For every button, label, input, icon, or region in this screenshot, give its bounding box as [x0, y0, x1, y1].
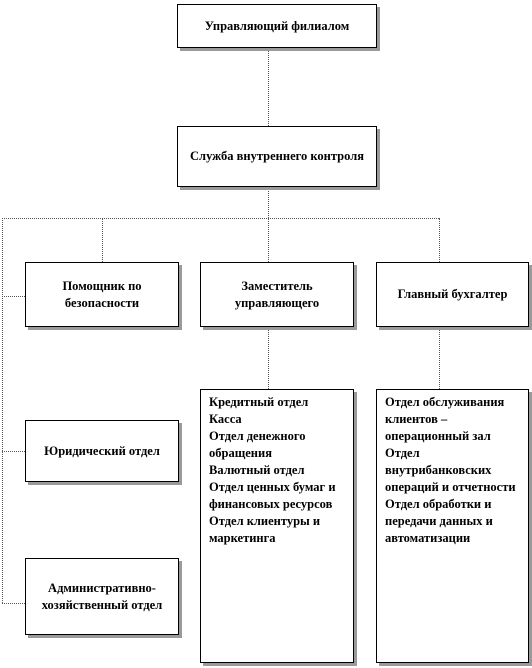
internal-audit-label: Служба внутреннего контроля [190, 149, 364, 163]
department-item: Кредитный отдел [209, 395, 309, 409]
internal-audit-box: Служба внутреннего контроля [177, 126, 377, 187]
security-assistant-label: Помощник по безопасности [62, 278, 142, 310]
legal-department-label: Юридический отдел [44, 443, 160, 458]
department-item: Валютный отдел [209, 463, 305, 477]
department-item: Отдел внутрибанковских операций и отчетн… [385, 446, 516, 494]
connector-spine-admin [2, 603, 25, 604]
deputy-departments-box: Кредитный отдел Касса Отдел денежного об… [200, 389, 354, 663]
legal-department-box: Юридический отдел [25, 420, 179, 482]
connector-audit-bus [268, 187, 269, 218]
connector-bus-accountant [439, 218, 440, 262]
connector-deputy-departments [268, 327, 269, 389]
deputy-manager-label: Заместитель управляющего [234, 278, 320, 310]
security-assistant-box: Помощник по безопасности [25, 262, 179, 327]
chief-accountant-box: Главный бухгалтер [376, 262, 529, 327]
department-item: Касса [209, 412, 242, 426]
connector-spine-legal [2, 451, 25, 452]
connector-bus-deputy [268, 218, 269, 262]
connector-top-audit [268, 48, 269, 126]
admin-department-box: Административно-хозяйственный отдел [25, 558, 179, 635]
connector-accountant-departments [439, 327, 440, 389]
branch-manager-box: Управляющий филиалом [177, 4, 377, 48]
department-item: Отдел клиентуры и маркетинга [209, 514, 321, 545]
connector-bus-security [102, 218, 103, 262]
department-item: Отдел обработки и передачи данных и авто… [385, 497, 493, 545]
connector-left-spine [2, 218, 3, 603]
department-item: Отдел денежного обращения [209, 429, 306, 460]
department-item: Отдел обслуживания клиентов – операционн… [385, 395, 505, 443]
branch-manager-label: Управляющий филиалом [204, 18, 350, 33]
deputy-manager-box: Заместитель управляющего [200, 262, 354, 327]
accountant-departments-box: Отдел обслуживания клиентов – операционн… [376, 389, 529, 663]
horizontal-bus [2, 218, 439, 219]
connector-spine-security [2, 296, 25, 297]
admin-department-label: Административно-хозяйственный отдел [41, 580, 163, 612]
chief-accountant-label: Главный бухгалтер [397, 287, 508, 301]
department-item: Отдел ценных бумаг и финансовых ресурсов [209, 480, 336, 511]
